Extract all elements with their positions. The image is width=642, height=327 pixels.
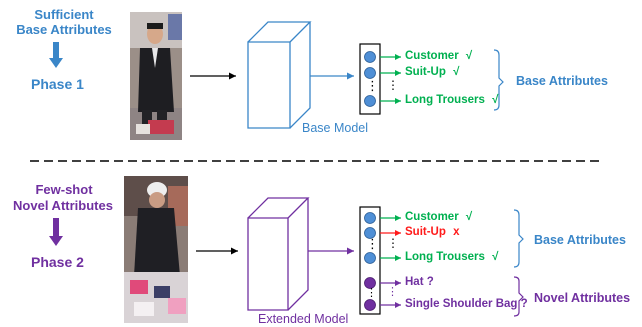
phase2-base-bracket (513, 209, 524, 268)
phase1-top-label-line1: Sufficient (34, 7, 94, 22)
phase2-node-suitup (364, 227, 376, 239)
base-model-label: Base Model (302, 121, 369, 135)
phase1-output-ellipsis: ⋮ (387, 78, 399, 92)
phase2-node-longtrousers (364, 252, 376, 264)
check-mark: √ (492, 94, 499, 106)
phase2-novel-attributes-label: Novel Attributes (534, 291, 631, 305)
phase2-output-hat: Hat ? (405, 276, 434, 288)
extended-model-cuboid (247, 197, 310, 311)
phase2-down-arrow (49, 218, 63, 246)
phase2-output-shoulderbag: Single Shoulder Bag ? (405, 298, 528, 310)
phase2-node-shoulderbag (364, 299, 376, 311)
phase1-base-attributes-label: Base Attributes (516, 74, 608, 88)
phase2-output-suitup: Suit-Up x (405, 226, 460, 238)
phase2-layer-ellipsis: ⋮ (366, 236, 379, 251)
phase2-top-label-line1: Few-shot (35, 182, 93, 197)
phase2-node-hat (364, 277, 376, 289)
check-mark: √ (453, 66, 460, 78)
phase1-output-suitup: Suit-Up √ (405, 66, 459, 78)
phase2-output-layer (359, 206, 381, 315)
phase2-label: Phase 2 (31, 254, 84, 270)
phase1-person-image (130, 12, 182, 140)
phase1-node-suitup (364, 67, 376, 79)
phase1-output-customer: Customer √ (405, 50, 472, 62)
phase2-top-label-line2: Novel Attributes (13, 198, 113, 213)
check-mark: √ (465, 50, 473, 62)
phase2-node-customer (364, 212, 376, 224)
output-text: Long Trousers (405, 251, 485, 263)
phase1-down-arrow (49, 42, 63, 68)
phase2-novel-output-ellipsis: ⋮ (387, 286, 398, 298)
cross-mark: x (453, 226, 460, 238)
output-text: Customer (405, 50, 459, 62)
phase1-person-drawing (130, 12, 182, 140)
base-model-cuboid (247, 21, 312, 129)
phase1-output-layer (359, 43, 381, 115)
phase2-novel-layer-ellipsis: ⋮ (366, 287, 377, 299)
phase1-base-bracket (493, 49, 504, 111)
phase2-output-ellipsis: ⋮ (387, 236, 399, 250)
phase1-node-customer (364, 51, 376, 63)
check-mark: √ (492, 251, 499, 263)
phase1-layer-ellipsis: ⋮ (366, 78, 379, 93)
output-text: Customer (405, 211, 459, 223)
phase1-label: Phase 1 (31, 76, 84, 92)
phase2-base-attributes-label: Base Attributes (534, 233, 626, 247)
phase2-output-longtrousers: Long Trousers √ (405, 251, 498, 263)
phase1-output-longtrousers: Long Trousers √ (405, 94, 498, 106)
output-text: Suit-Up (405, 226, 446, 238)
check-mark: √ (465, 211, 473, 223)
phase1-top-label-line2: Base Attributes (16, 22, 112, 37)
extended-model-label: Extended Model (258, 312, 349, 326)
phase2-person-image (124, 176, 188, 323)
phase2-novel-bracket (513, 276, 524, 317)
output-text: Long Trousers (405, 94, 485, 106)
output-text: Suit-Up (405, 66, 446, 78)
phase2-person-drawing (124, 176, 188, 323)
phase1-node-longtrousers (364, 95, 376, 107)
phase2-output-customer: Customer √ (405, 211, 472, 223)
